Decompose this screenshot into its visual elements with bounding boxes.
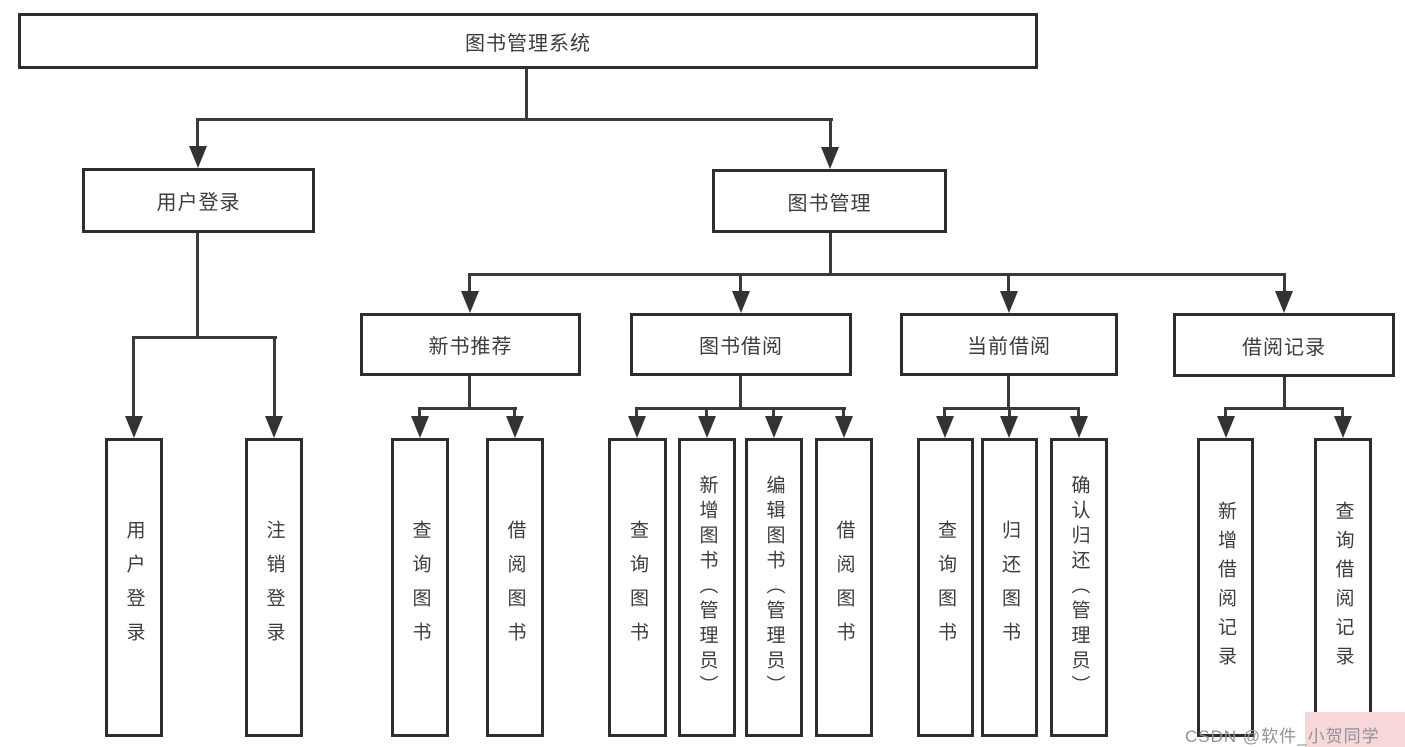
node-book-borrowing: 图书借阅 [630, 313, 852, 376]
connector-line [739, 275, 742, 291]
arrowhead-icon [1000, 291, 1018, 313]
connector-line [1077, 409, 1080, 416]
connector-line [273, 338, 276, 416]
node-label: 查询图书 [409, 519, 431, 656]
node-query-books-borrowing: 查询图书 [608, 438, 667, 737]
connector-line [468, 376, 471, 409]
connector-line [1224, 409, 1227, 416]
node-query-borrow-record: 查询借阅记录 [1314, 438, 1372, 737]
arrowhead-icon [189, 146, 207, 168]
connector-line [418, 409, 421, 416]
connector-line [635, 407, 846, 410]
node-current-borrowing: 当前借阅 [900, 313, 1118, 376]
connector-line [1007, 275, 1010, 291]
node-label: 编辑图书（管理员） [763, 475, 785, 700]
arrowhead-icon [698, 416, 716, 438]
connector-line [418, 407, 517, 410]
connector-line [943, 409, 946, 416]
node-borrow-records: 借阅记录 [1173, 313, 1395, 377]
arrowhead-icon [1000, 416, 1018, 438]
connector-line [829, 120, 832, 147]
node-add-borrow-record: 新增借阅记录 [1197, 438, 1254, 737]
connector-line [772, 409, 775, 416]
arrowhead-icon [732, 291, 750, 313]
node-book-management: 图书管理 [712, 169, 947, 233]
arrowhead-icon [461, 291, 479, 313]
arrowhead-icon [1275, 291, 1293, 313]
node-label: 确认归还（管理员） [1068, 475, 1090, 700]
node-borrow-books-borrowing: 借阅图书 [815, 438, 873, 737]
node-query-books-current: 查询图书 [917, 438, 974, 737]
node-user-login: 用户登录 [82, 168, 315, 233]
node-label: 查询图书 [627, 519, 648, 656]
connector-line [739, 376, 742, 409]
connector-line [196, 120, 199, 146]
arrowhead-icon [835, 416, 853, 438]
node-new-book-recommend: 新书推荐 [360, 313, 581, 376]
arrowhead-icon [821, 147, 839, 169]
node-borrow-books-recommend: 借阅图书 [486, 438, 544, 737]
connector-line [1283, 376, 1286, 409]
connector-line [132, 338, 135, 416]
node-label: 借阅图书 [833, 519, 855, 656]
node-label: 查询图书 [935, 519, 956, 656]
connector-line [1008, 409, 1011, 416]
connector-line [525, 69, 528, 120]
arrowhead-icon [936, 416, 954, 438]
node-label: 借阅图书 [504, 519, 526, 656]
connector-line [943, 407, 1080, 410]
connector-line [468, 275, 471, 291]
node-label: 新增图书（管理员） [696, 475, 718, 700]
arrowhead-icon [1217, 416, 1235, 438]
connector-line [196, 233, 199, 338]
node-user-login-leaf: 用户登录 [105, 438, 163, 737]
connector-line [635, 409, 638, 416]
arrowhead-icon [265, 416, 283, 438]
connector-line [842, 409, 845, 416]
connector-line [829, 233, 832, 275]
node-label: 注销登录 [263, 519, 285, 656]
arrowhead-icon [1070, 416, 1088, 438]
arrowhead-icon [506, 416, 524, 438]
node-label: 用户登录 [123, 519, 145, 656]
node-query-books-recommend: 查询图书 [391, 438, 449, 737]
node-confirm-return-admin: 确认归还（管理员） [1050, 438, 1108, 737]
watermark-text: CSDN @软件_小贺同学 [1185, 727, 1380, 746]
arrowhead-icon [765, 416, 783, 438]
connector-line [705, 409, 708, 416]
arrowhead-icon [411, 416, 429, 438]
connector-line [1341, 409, 1344, 416]
arrowhead-icon [628, 416, 646, 438]
connector-line [1224, 407, 1344, 410]
watermark-highlight [1305, 712, 1405, 747]
connector-line [132, 336, 277, 339]
node-label: 新增借阅记录 [1215, 500, 1236, 675]
node-label: 归还图书 [999, 519, 1020, 656]
connector-line [1007, 376, 1010, 409]
connector-line [196, 118, 833, 121]
arrowhead-icon [125, 416, 143, 438]
node-logout: 注销登录 [245, 438, 303, 737]
connector-line [513, 409, 516, 416]
arrowhead-icon [1334, 416, 1352, 438]
node-add-books-admin: 新增图书（管理员） [678, 438, 736, 737]
connector-line [468, 273, 1286, 276]
node-label: 查询借阅记录 [1332, 500, 1354, 675]
connector-line [1283, 275, 1286, 291]
node-book-management-system: 图书管理系统 [18, 13, 1038, 69]
node-edit-books-admin: 编辑图书（管理员） [745, 438, 803, 737]
node-return-books: 归还图书 [981, 438, 1038, 737]
